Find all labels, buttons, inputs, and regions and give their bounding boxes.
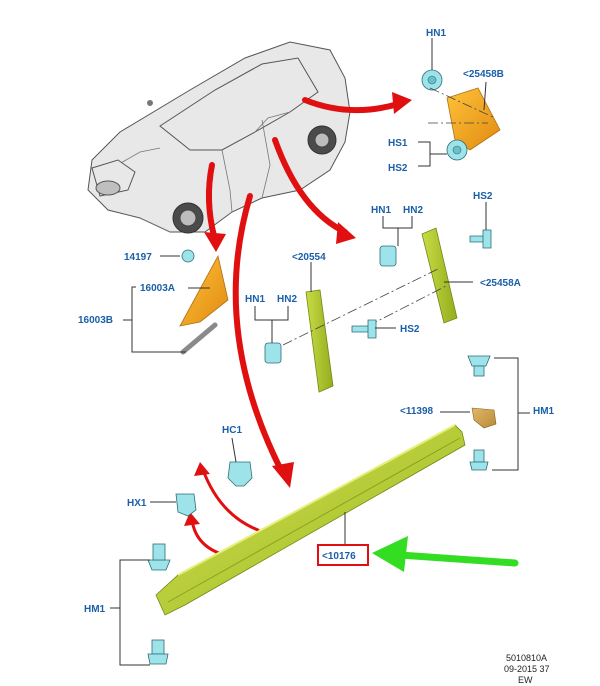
part-16003a [179, 254, 229, 327]
hs2-mid-fastener-icon [351, 319, 377, 339]
bottom-group: <11398 HM1 HC1 HX1 HM1 <10176 [84, 355, 555, 666]
red-arrow-group [190, 97, 401, 558]
label-hn1-right: HN1 [371, 205, 391, 216]
hm1-right-bottom-fastener-icon [473, 449, 485, 463]
label-hm1-right: HM1 [533, 406, 555, 417]
label-hn1-mid: HN1 [245, 294, 265, 305]
red-arrow-thin-1 [201, 468, 260, 532]
label-16003b: 16003B [78, 315, 113, 326]
label-hs1-top: HS1 [388, 138, 408, 149]
red-arrow-long [232, 193, 285, 475]
part-20554 [305, 289, 334, 393]
label-16003a: 16003A [140, 283, 175, 294]
hm1-right-top-fastener-icon [467, 355, 491, 367]
label-hs2-right: HS2 [473, 191, 493, 202]
car-illustration [87, 41, 351, 234]
red-arrow-left [205, 162, 217, 239]
part-25458a [421, 227, 458, 324]
label-hs2-top: HS2 [388, 163, 408, 174]
label-hc1: HC1 [222, 425, 242, 436]
red-arrow-right [302, 97, 401, 114]
label-hn2-mid: HN2 [277, 294, 297, 305]
label-25458a: <25458A [480, 278, 521, 289]
hm1-left-top-fastener-icon [147, 559, 171, 571]
label-25458b: <25458B [463, 69, 504, 80]
hn-right-fastener-icon [379, 245, 397, 267]
part-16003b [180, 322, 218, 355]
label-hx1: HX1 [127, 498, 147, 509]
hm1-left-bottom-fastener-icon [151, 639, 165, 655]
hx1-fastener-icon [175, 493, 197, 517]
highlight-box-10176 [317, 544, 369, 566]
label-14197: 14197 [124, 252, 152, 263]
label-20554: <20554 [292, 252, 326, 263]
green-arrow [372, 536, 519, 572]
label-11398: <11398 [400, 406, 434, 417]
hc1-fastener-icon [227, 461, 253, 487]
footer-code: 5010810A [506, 653, 547, 663]
center-group: HN1 HN2 HS2 <20554 <25458A HN1 HN2 HS2 [245, 191, 521, 393]
part-14197-icon [181, 249, 195, 263]
part-11398 [471, 407, 497, 429]
footer-date: 09-2015 37 [504, 664, 550, 674]
label-hn1-top: HN1 [426, 28, 446, 39]
hs2-right-fastener-icon [469, 229, 492, 249]
hn-mid-fastener-icon [264, 342, 282, 364]
part-10176 [155, 424, 466, 616]
left-mid-group: 14197 16003A 16003B [78, 249, 229, 355]
red-arrow-heads [184, 92, 412, 526]
top-right-group: HN1 <25458B HS1 HS2 [388, 28, 504, 174]
part-25458b [446, 87, 501, 151]
label-hn2-right: HN2 [403, 205, 423, 216]
footer-region: EW [518, 675, 533, 685]
label-hm1-left: HM1 [84, 604, 106, 615]
red-arrow-mid [272, 137, 348, 235]
footer-block: 5010810A 09-2015 37 EW [504, 653, 550, 685]
label-hs2-mid: HS2 [400, 324, 420, 335]
label-10176: <10176 [322, 551, 356, 562]
